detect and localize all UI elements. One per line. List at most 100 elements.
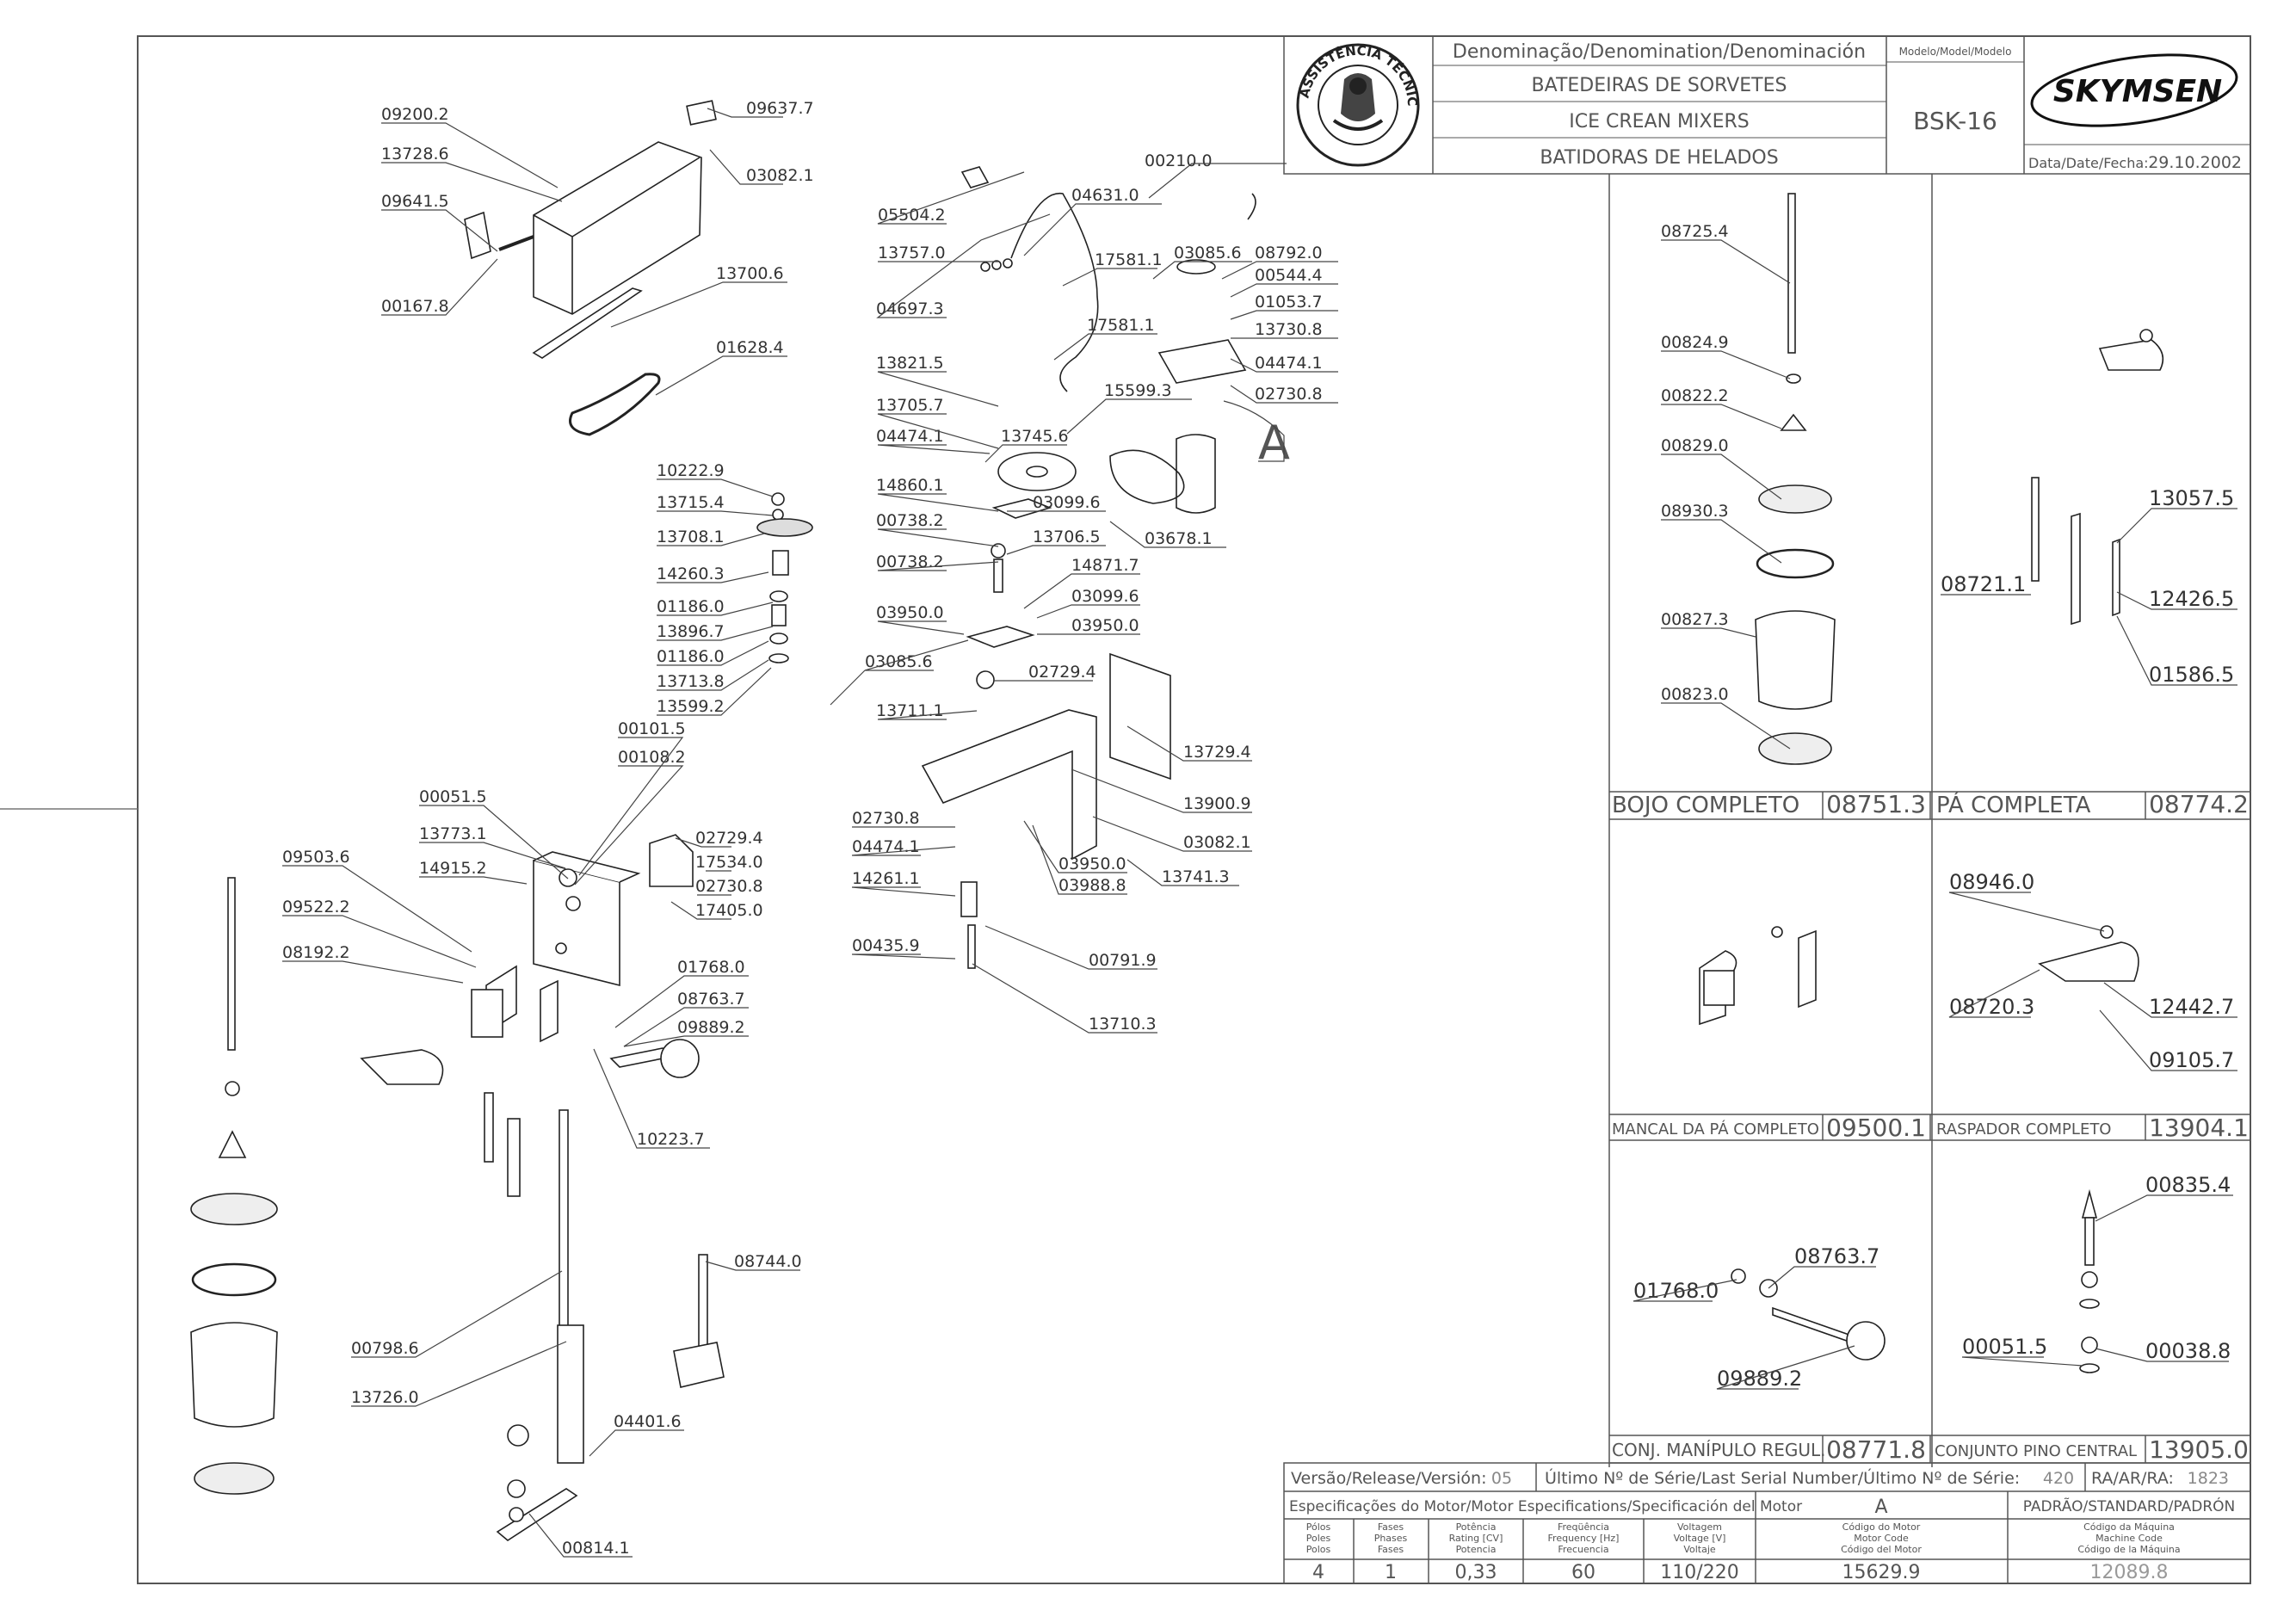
part-label: 00038.8	[2145, 1339, 2231, 1363]
part-label: 00544.4	[1255, 266, 1323, 285]
part-label: 00814.1	[562, 1539, 630, 1558]
product-name-es: BATIDORAS DE HELADOS	[1540, 147, 1778, 169]
svg-text:Pólos: Pólos	[1306, 1521, 1331, 1533]
part-label: 01628.4	[716, 338, 784, 357]
svg-text:Potência: Potência	[1456, 1521, 1497, 1533]
spec-column-frequency: Freqüência Frequency [Hz] Frecuencia 60	[1548, 1521, 1620, 1583]
date-value: 29.10.2002	[2148, 153, 2242, 172]
release-spec-table: Versão/Release/Versión: 05 Último Nº de …	[1283, 1462, 2251, 1584]
brand-name: SKYMSEN	[2053, 74, 2222, 109]
part-label: 00827.3	[1661, 610, 1729, 629]
belt-drawing	[569, 373, 661, 436]
poles-value: 4	[1312, 1562, 1324, 1583]
part-label: 13705.7	[876, 396, 944, 415]
part-label: 09889.2	[677, 1018, 745, 1037]
frequency-value: 60	[1571, 1562, 1595, 1583]
pin-caption: CONJUNTO PINO CENTRAL	[1935, 1442, 2137, 1460]
part-label: 12426.5	[2149, 587, 2234, 611]
part-label: 13730.8	[1255, 320, 1323, 339]
standard-label: PADRÃO/STANDARD/PADRÓN	[2023, 1496, 2236, 1515]
svg-text:ASSISTÊNCIA TÉCNICA AUTORIZADA: ASSISTÊNCIA TÉCNICA AUTORIZADA	[0, 0, 1420, 107]
svg-text:Código do Motor: Código do Motor	[1842, 1521, 1921, 1533]
part-label: 02730.8	[852, 809, 920, 828]
model-label: Modelo/Model/Modelo	[1899, 46, 2012, 58]
part-label: 00101.5	[618, 719, 686, 738]
motor-a-drawing	[1109, 259, 1247, 514]
bowl-drawing	[1755, 610, 1836, 710]
skymsen-logo: SKYMSEN	[2030, 53, 2238, 127]
bearing-code: 09500.1	[1826, 1114, 1926, 1142]
spec-column-rating: Potência Rating [CV] Potencia 0,33	[1449, 1521, 1503, 1583]
part-number-labels: 09200.2 09637.7 13728.6 03082.1 09641.5 …	[282, 99, 2234, 1558]
part-label: 04474.1	[852, 837, 920, 856]
part-label: 10223.7	[637, 1130, 705, 1149]
part-label: 13713.8	[657, 672, 725, 691]
part-label: 08763.7	[1794, 1244, 1879, 1268]
svg-text:Motor Code: Motor Code	[1854, 1533, 1909, 1544]
part-label: 09637.7	[746, 99, 814, 118]
part-label: 00210.0	[1145, 151, 1213, 170]
machine-code-value: 12089.8	[2090, 1562, 2169, 1583]
part-label: 00167.8	[381, 297, 449, 316]
part-label: 08792.0	[1255, 244, 1323, 262]
part-label: 09200.2	[381, 105, 449, 124]
svg-text:Voltagem: Voltagem	[1677, 1521, 1722, 1533]
svg-text:Voltage [V]: Voltage [V]	[1674, 1533, 1726, 1544]
part-label: 13896.7	[657, 622, 725, 641]
motor-code-value: 15629.9	[1842, 1562, 1921, 1583]
part-label: 08763.7	[677, 990, 745, 1009]
base-frame-drawing	[921, 709, 1097, 861]
scraper-code: 13904.1	[2149, 1114, 2249, 1142]
part-label: 09105.7	[2149, 1048, 2234, 1072]
part-label: 13745.6	[1001, 427, 1069, 446]
svg-text:Código da Máquina: Código da Máquina	[2083, 1521, 2175, 1533]
gear-drawing	[756, 518, 813, 537]
motor-cable-drawing	[1010, 192, 1099, 392]
part-label: 08930.3	[1661, 502, 1729, 521]
part-label: 00822.2	[1661, 386, 1729, 405]
part-label: 13715.4	[657, 493, 725, 512]
part-label: 08192.2	[282, 943, 350, 962]
part-label: 04697.3	[876, 299, 944, 318]
part-label: 03678.1	[1145, 529, 1213, 548]
paddle-code: 08774.2	[2149, 790, 2249, 818]
part-label: 13900.9	[1183, 794, 1251, 813]
part-label: 14261.1	[852, 869, 920, 888]
scraper-blade-drawing	[2098, 339, 2164, 371]
part-label: 13711.1	[876, 701, 944, 720]
spec-column-machine-code: Código da Máquina Machine Code Código de…	[2077, 1521, 2180, 1583]
part-label: 13741.3	[1162, 867, 1230, 886]
stamp-text: ASSISTÊNCIA TÉCNICA AUTORIZADA	[0, 0, 1420, 107]
part-label: 13706.5	[1033, 528, 1101, 546]
product-name-pt: BATEDEIRAS DE SORVETES	[1532, 75, 1787, 96]
part-label: 01186.0	[657, 597, 725, 616]
part-label: 04631.0	[1071, 186, 1139, 205]
part-label: 02730.8	[1255, 385, 1323, 404]
svg-text:Fases: Fases	[1378, 1521, 1404, 1533]
part-label: 01586.5	[2149, 663, 2234, 687]
pin-code: 13905.0	[2149, 1435, 2249, 1464]
serial-label: Último Nº de Série/Last Serial Number/Úl…	[1545, 1467, 2020, 1488]
spec-column-poles: Pólos Poles Polos 4	[1306, 1521, 1331, 1583]
part-label: 17405.0	[695, 901, 763, 920]
part-label: 08721.1	[1941, 572, 2026, 596]
part-label: 01768.0	[1633, 1279, 1719, 1303]
part-label: 13757.0	[878, 244, 946, 262]
part-label: 13821.5	[876, 354, 944, 373]
part-label: 03099.6	[1071, 587, 1139, 606]
part-label: 04401.6	[614, 1412, 682, 1431]
part-label: 13599.2	[657, 697, 725, 716]
belt-guard-drawing	[532, 287, 643, 359]
spec-column-phases: Fases Phases Fases 1	[1374, 1521, 1408, 1583]
top-cover-drawing	[533, 141, 702, 315]
part-label: 00835.4	[2145, 1173, 2231, 1197]
svg-text:Potencia: Potencia	[1456, 1544, 1497, 1555]
part-label: 02729.4	[1028, 663, 1096, 682]
part-label: 00051.5	[1962, 1335, 2047, 1359]
part-label: 00791.9	[1089, 951, 1157, 970]
part-label: 08744.0	[734, 1252, 802, 1271]
part-label: 17581.1	[1095, 250, 1163, 269]
rating-value: 0,33	[1455, 1562, 1497, 1583]
part-label: 13710.3	[1089, 1015, 1157, 1034]
svg-text:Freqüência: Freqüência	[1558, 1521, 1609, 1533]
